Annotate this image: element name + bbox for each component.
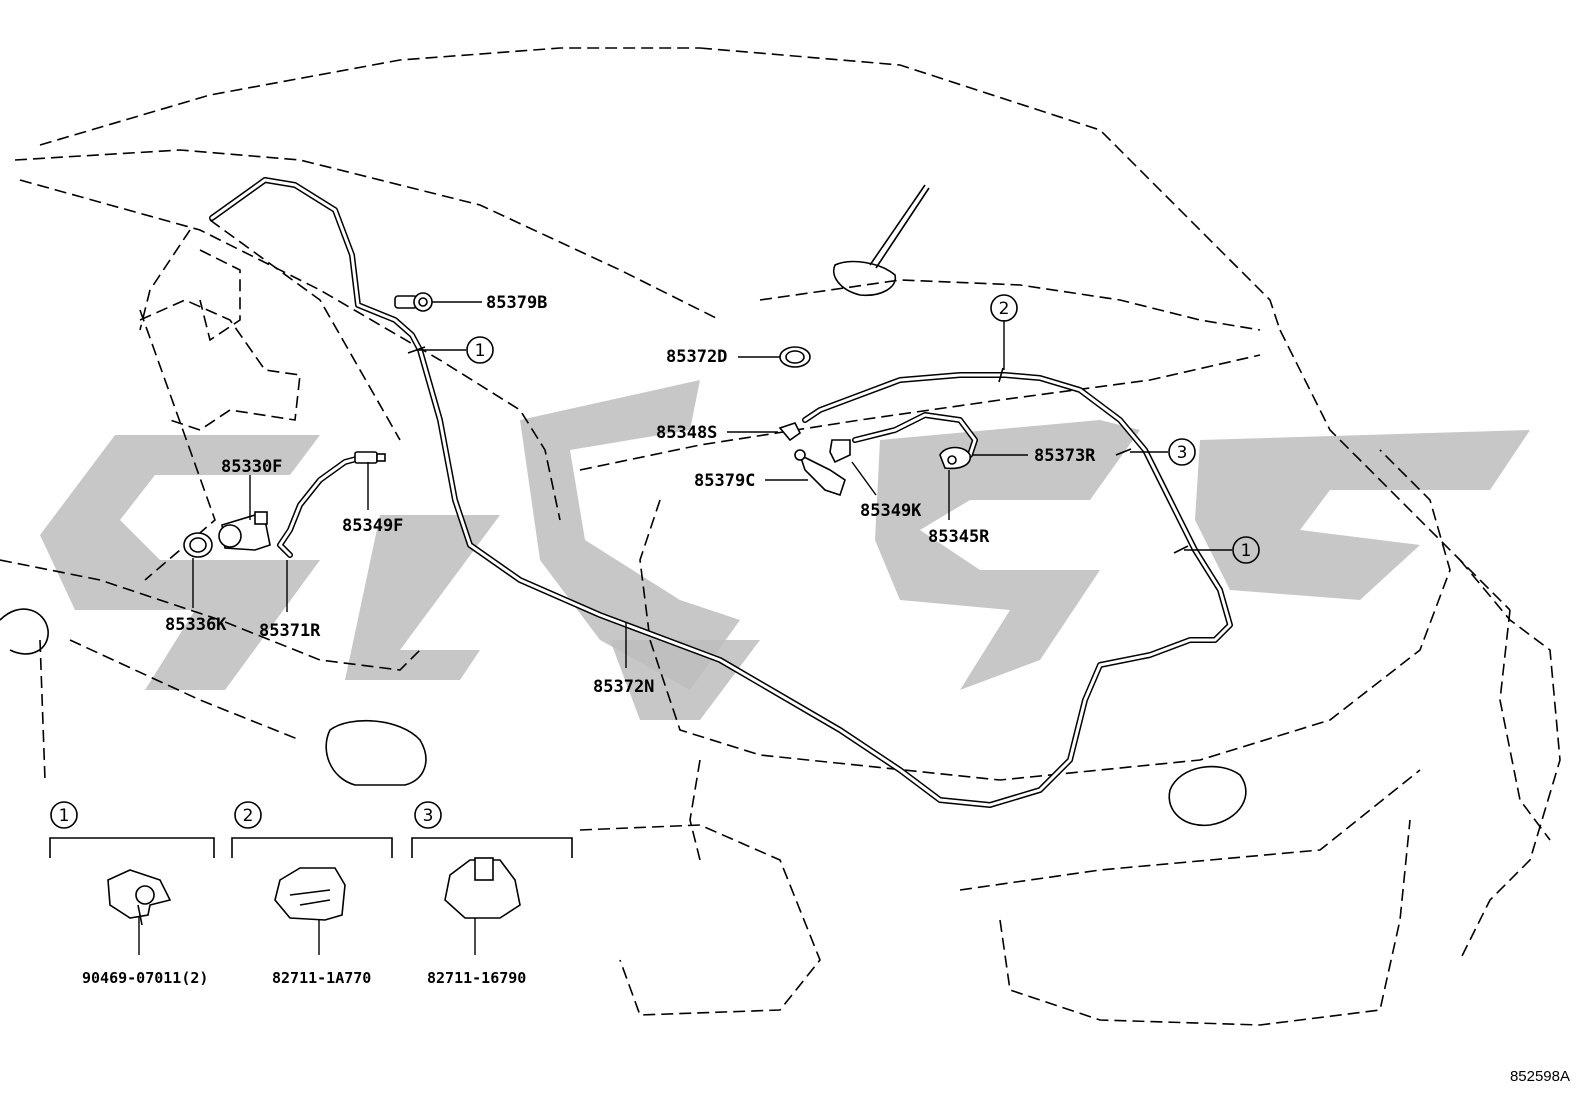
label-85330f: 85330F: [221, 457, 282, 477]
label-85373r: 85373R: [1034, 446, 1096, 466]
svg-text:3: 3: [1177, 443, 1188, 463]
label-85345r: 85345R: [928, 527, 990, 547]
nozzle-85345r: [939, 446, 971, 470]
part-labels: 85379B 85372D 85348S 85379C 85349K 85373…: [165, 293, 1096, 697]
diagram-id: 852598A: [1509, 1068, 1570, 1085]
joint-85348s: [778, 422, 802, 442]
watermark-logo: [40, 380, 1530, 720]
label-85349k: 85349K: [860, 501, 922, 521]
nozzle-85379b: [394, 292, 433, 312]
svg-text:2: 2: [999, 299, 1010, 319]
vehicle-body-outline: [0, 47, 1561, 1026]
label-85379b: 85379B: [486, 293, 547, 313]
svg-text:3: 3: [423, 806, 434, 826]
washer-hoses: [209, 177, 1233, 808]
clip-marker-2: 2: [990, 294, 1018, 322]
label-85349f: 85349F: [342, 516, 403, 536]
legend-part-3: 82711-16790: [427, 969, 526, 987]
clip-markers: 1 2 3 1: [466, 294, 1260, 564]
label-85371r: 85371R: [259, 621, 321, 641]
pump-85330f: [218, 511, 271, 551]
svg-text:2: 2: [243, 806, 254, 826]
label-85336k: 85336K: [165, 615, 227, 635]
grommet-85336k: [183, 532, 213, 558]
clip-marker-3: 3: [1168, 438, 1196, 466]
label-85379c: 85379C: [694, 471, 755, 491]
grommet-85372d: [779, 346, 811, 368]
legend-part-1: 90469-07011(2): [82, 969, 208, 987]
clip-legend: 1 90469-07011(2) 2 82711-1A770 3 82711-1…: [49, 801, 573, 987]
clip-marker-1-right: 1: [1232, 536, 1260, 564]
joint-85349k: [829, 439, 851, 464]
svg-text:1: 1: [475, 341, 486, 361]
svg-text:1: 1: [59, 806, 70, 826]
label-85348s: 85348S: [656, 423, 717, 443]
svg-text:1: 1: [1241, 541, 1252, 561]
joint-85349f: [354, 451, 386, 464]
label-85372n: 85372N: [593, 677, 654, 697]
legend-item-2: 2 82711-1A770: [231, 801, 393, 987]
label-85372d: 85372D: [666, 347, 727, 367]
legend-item-3: 3 82711-16790: [411, 801, 573, 987]
legend-part-2: 82711-1A770: [272, 969, 371, 987]
nozzle-85379c: [794, 449, 846, 497]
parts: [183, 292, 1189, 558]
legend-item-1: 1 90469-07011(2): [49, 801, 215, 987]
clip-marker-1-left: 1: [466, 336, 494, 364]
